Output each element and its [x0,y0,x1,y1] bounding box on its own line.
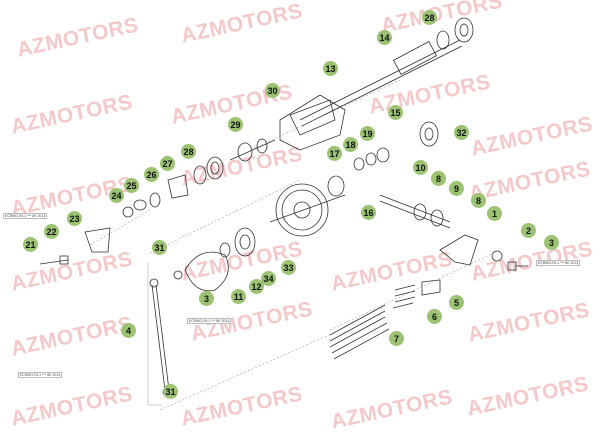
selector-drum-30 [279,94,346,151]
part-callout-25: 25 [124,178,139,193]
sleeve-14 [393,41,437,75]
part-callout-22: 22 [44,224,59,239]
spring-7 [329,304,390,360]
part-callout-28: 28 [181,144,196,159]
part-callout-23: 23 [67,211,82,226]
reference-label: ECRMO-FA 1 *** 8K 2014 [536,260,581,266]
reference-label: ECRMO-FA 1 *** 8K 2014 [18,372,63,378]
part-callout-3: 3 [544,235,559,250]
part-callout-19: 19 [360,126,375,141]
part-callout-13: 13 [323,61,338,76]
part-callout-30: 30 [265,83,280,98]
part-callout-16: 16 [361,205,376,220]
part-callout-8: 8 [471,193,486,208]
part-callout-26: 26 [144,167,159,182]
part-callout-27: 27 [160,156,175,171]
part-callout-10: 10 [413,160,428,175]
part-callout-17: 17 [327,146,342,161]
part-callout-1: 1 [487,206,502,221]
part-callout-32: 32 [454,125,469,140]
clutch-assembly [184,251,229,292]
reference-label: ECRMO-FA 1 *** 8K 2014 [187,318,232,324]
shaft-13 [299,39,461,121]
bearing-28-top [454,17,474,43]
part-callout-24: 24 [109,188,124,203]
part-callout-9: 9 [449,181,464,196]
part-callout-31: 31 [163,384,178,399]
part-callout-4: 4 [121,323,136,338]
bearing-32 [419,121,439,147]
gear-wheel [275,183,329,237]
bearing-28-left [206,156,224,180]
part-callout-8: 8 [431,171,446,186]
part-callout-21: 21 [23,237,38,252]
spring-6 [392,284,416,309]
part-callout-3: 3 [199,291,214,306]
part-callout-33: 33 [281,260,296,275]
rod-4 [151,284,166,391]
part-callout-18: 18 [343,137,358,152]
part-callout-5: 5 [449,295,464,310]
parts-drawing [39,17,528,411]
lever-1 [439,234,479,266]
part-callout-31: 31 [152,240,167,255]
reference-label: ECRMO-FA 1 *** 8K 2014 [3,213,48,219]
part-callout-6: 6 [427,309,442,324]
part-callout-14: 14 [377,30,392,45]
part-callout-7: 7 [389,331,404,346]
part-callout-28: 28 [422,10,437,25]
part-callout-11: 11 [231,289,246,304]
part-callout-15: 15 [388,105,403,120]
part-callout-34: 34 [261,271,276,286]
part-callout-12: 12 [249,279,264,294]
part-callout-2: 2 [521,223,536,238]
part-callout-29: 29 [228,117,243,132]
